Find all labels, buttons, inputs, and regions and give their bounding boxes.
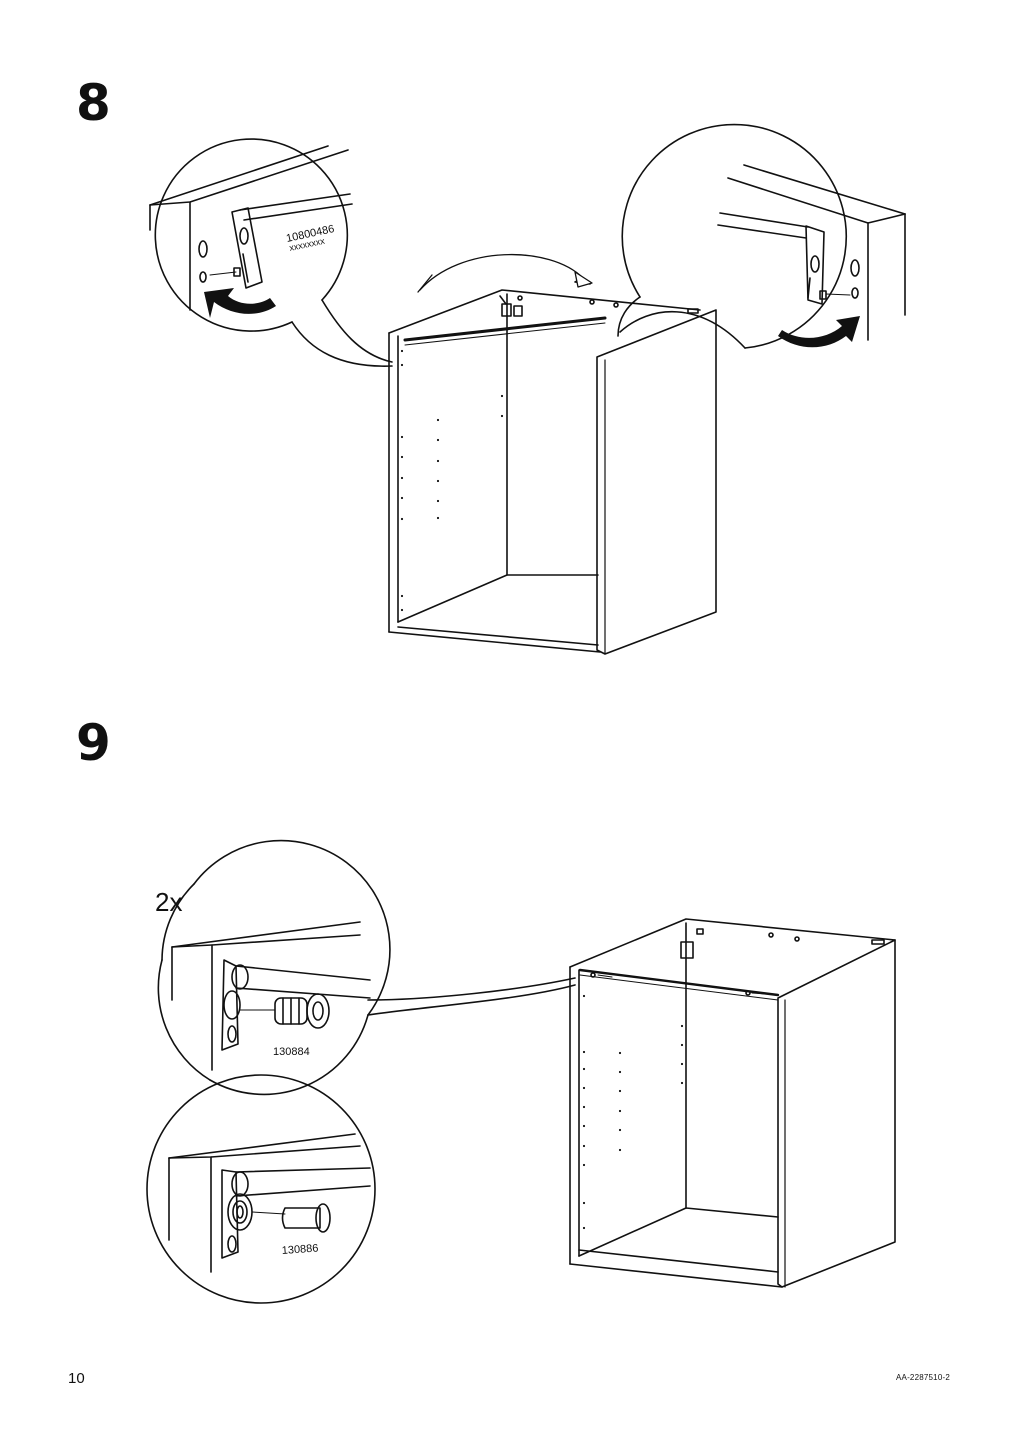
rotate-arrow-right-icon (778, 316, 860, 348)
page-number: 10 (68, 1370, 85, 1387)
quantity-label: 2x (155, 887, 182, 917)
rotate-arrow-left-icon (204, 288, 276, 318)
cabinet-step8 (388, 289, 717, 655)
detail-circle-step8-right (617, 123, 906, 349)
swing-arrow-icon (417, 253, 593, 293)
step-9-number: 9 (76, 714, 111, 772)
cabinet-step9 (569, 918, 896, 1288)
part-number-130886: 130886 (281, 1242, 318, 1257)
detail-circle-step9-top (157, 839, 576, 1096)
detail-circle-step9-bottom (146, 1074, 376, 1304)
document-code: AA-2287510-2 (896, 1373, 950, 1382)
part-number-130884: 130884 (273, 1046, 310, 1058)
detail-circle-step8-left (149, 138, 393, 367)
step-8-number: 8 (76, 74, 111, 132)
